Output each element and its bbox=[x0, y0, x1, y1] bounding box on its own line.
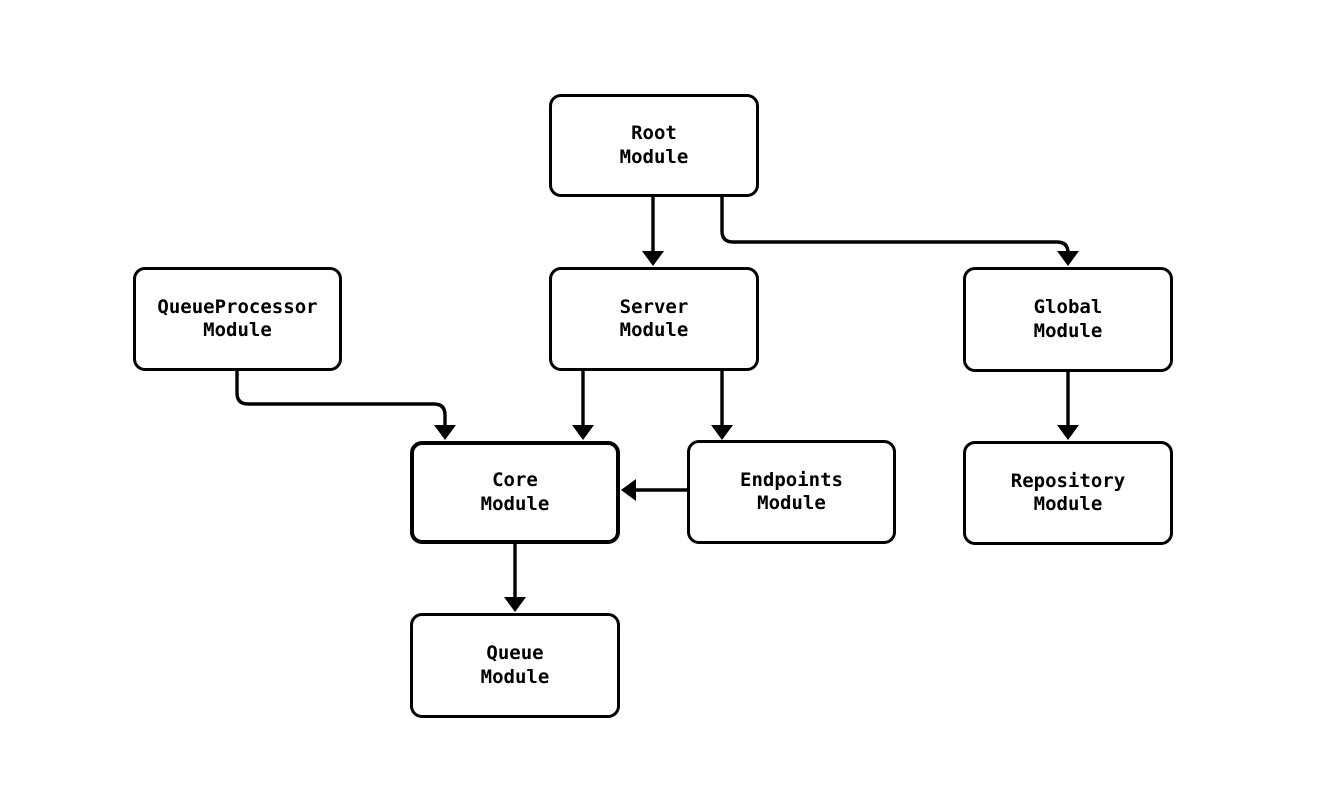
node-label-root: Root Module bbox=[619, 122, 689, 168]
node-root[interactable]: Root Module bbox=[549, 94, 759, 197]
arrowhead-global-to-repository bbox=[1057, 425, 1079, 440]
node-label-queueprocessor: QueueProcessor Module bbox=[157, 295, 318, 341]
arrowhead-server-to-core bbox=[572, 425, 594, 440]
node-repository[interactable]: Repository Module bbox=[963, 441, 1173, 545]
node-label-queue: Queue Module bbox=[480, 642, 550, 688]
arrowhead-core-to-queue bbox=[504, 597, 526, 612]
node-core[interactable]: Core Module bbox=[410, 441, 620, 544]
node-label-repository: Repository Module bbox=[1010, 469, 1126, 515]
node-queue[interactable]: Queue Module bbox=[410, 613, 620, 718]
node-queueprocessor[interactable]: QueueProcessor Module bbox=[133, 267, 342, 371]
arrowhead-root-to-server bbox=[642, 251, 664, 266]
edge-queueprocessor-to-core bbox=[235, 371, 447, 430]
node-label-global: Global Module bbox=[1033, 296, 1103, 342]
node-endpoints[interactable]: Endpoints Module bbox=[687, 440, 896, 544]
arrowhead-endpoints-to-core bbox=[621, 479, 636, 501]
node-label-server: Server Module bbox=[619, 295, 689, 341]
node-label-core: Core Module bbox=[480, 469, 550, 515]
arrowhead-server-to-endpoints bbox=[711, 425, 733, 440]
node-global[interactable]: Global Module bbox=[963, 267, 1173, 372]
edge-root-to-global bbox=[720, 197, 1070, 256]
arrowhead-root-to-global bbox=[1057, 251, 1079, 266]
arrowhead-queueprocessor-to-core bbox=[434, 425, 456, 440]
node-label-endpoints: Endpoints Module bbox=[740, 468, 843, 514]
node-server[interactable]: Server Module bbox=[549, 267, 759, 371]
